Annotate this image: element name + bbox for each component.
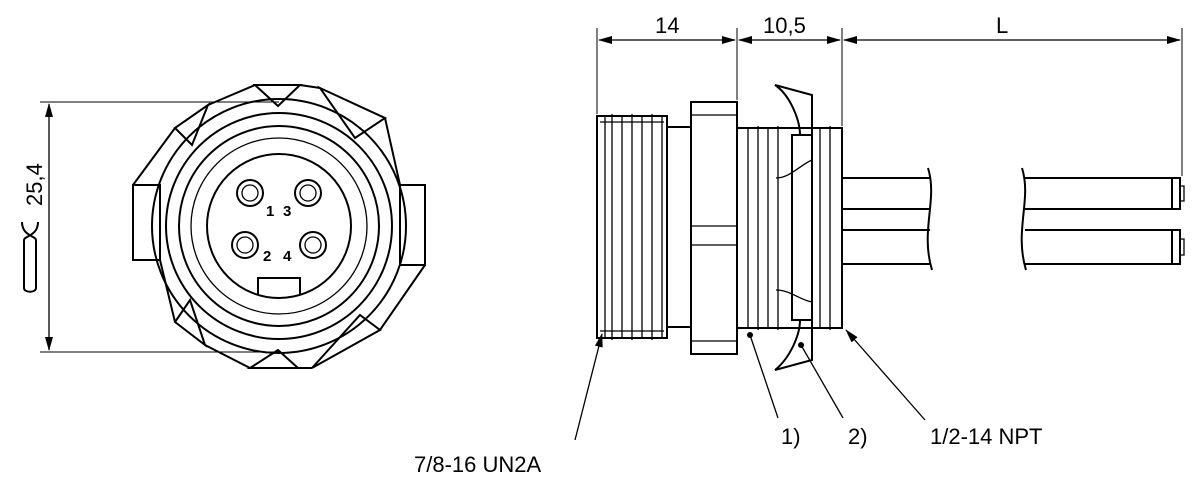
callout-item-1: 1): [781, 424, 801, 449]
collar: [666, 126, 692, 328]
pin-label-2: 2: [263, 248, 271, 265]
cable-upper: [842, 177, 1172, 210]
leader-item-2: [800, 344, 844, 419]
rear-thread-body: [736, 127, 843, 329]
pin-4: [299, 231, 327, 259]
callout-rear-thread: 1/2-14 NPT: [930, 424, 1043, 449]
pin-3: [294, 179, 322, 207]
pin-2: [231, 231, 259, 259]
cable-lower: [842, 229, 1172, 265]
dimension-front-label: 14: [655, 13, 679, 38]
pin-label-1: 1: [266, 203, 274, 220]
callout-front-thread: 7/8-16 UN2A: [414, 452, 542, 477]
front-view: 1 3 2 4 25,4: [21, 84, 426, 369]
leader-item-1: [749, 334, 779, 419]
dimension-mid-label: 10,5: [763, 13, 806, 38]
insert-face: [206, 153, 352, 299]
callout-item-2: 2): [848, 424, 868, 449]
outer-ring: [151, 98, 407, 354]
side-hex-nut: [690, 101, 738, 355]
height-dimension-label: 25,4: [22, 163, 47, 206]
side-view: 14 10,5 L 7/8-16 UN2A 1) 2) 1/2-14 NPT: [414, 13, 1185, 477]
leader-rear-thread: [845, 329, 926, 421]
leader-front-thread: [574, 333, 603, 441]
dimension-cable-label: L: [996, 13, 1008, 38]
wrench-icon: [21, 221, 39, 293]
coding-key: [257, 277, 301, 294]
pin-1: [236, 179, 264, 207]
pin-label-4: 4: [283, 248, 292, 265]
pin-label-3: 3: [283, 203, 291, 220]
